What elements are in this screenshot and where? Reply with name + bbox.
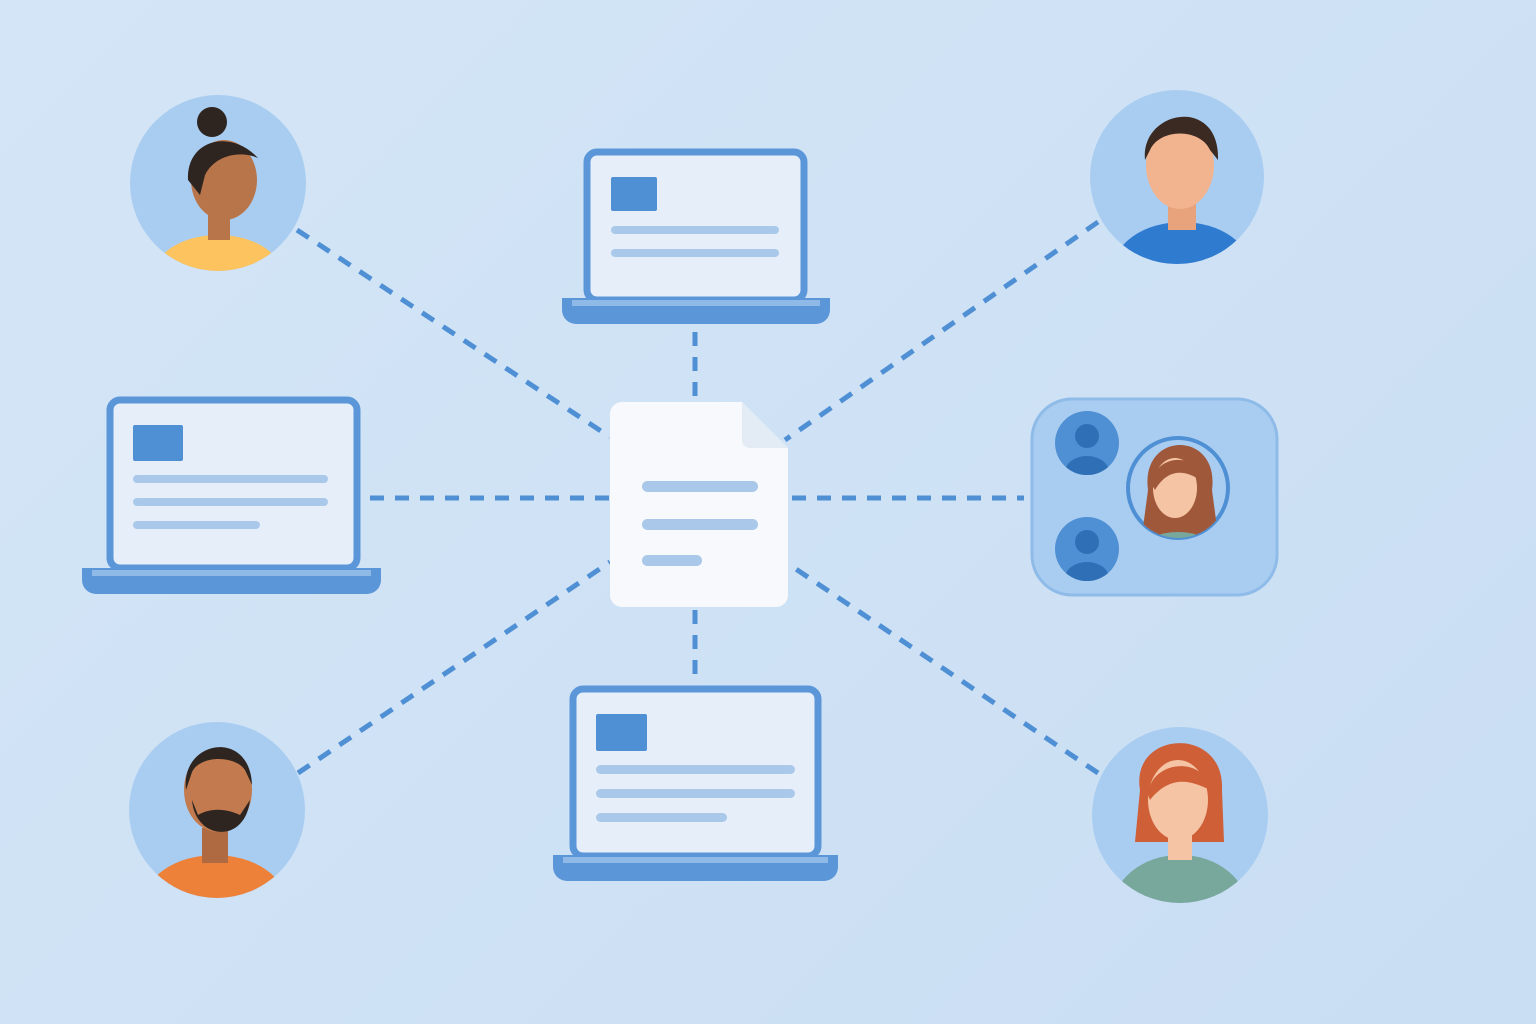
- active-speaker-avatar: [1126, 436, 1230, 540]
- connector-bottom-left: [296, 559, 612, 776]
- participant-icon: [1055, 517, 1119, 581]
- participant-icon: [1055, 411, 1119, 475]
- avatar-bottom-right[interactable]: [1092, 727, 1268, 965]
- laptop-left[interactable]: [82, 396, 381, 594]
- laptop-bottom[interactable]: [553, 685, 838, 881]
- connector-bottom-right: [788, 562, 1100, 776]
- avatar-bottom-left[interactable]: [129, 722, 305, 955]
- avatar-top-left[interactable]: [130, 95, 306, 315]
- avatar-top-right[interactable]: [1090, 90, 1264, 322]
- document-icon: [610, 402, 788, 607]
- laptop-top[interactable]: [562, 148, 830, 324]
- connector-lines: [295, 219, 1100, 776]
- connector-top-right: [783, 219, 1100, 443]
- group-call-card[interactable]: [1030, 397, 1279, 597]
- connector-top-left: [295, 227, 612, 440]
